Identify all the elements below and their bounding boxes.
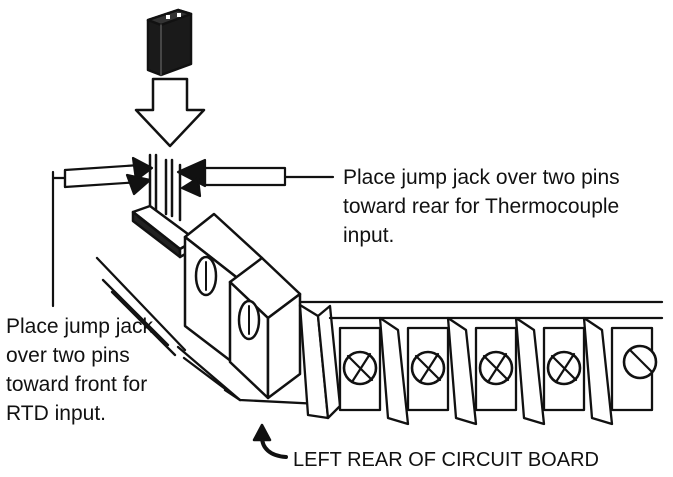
circuit-board-edges xyxy=(95,256,664,407)
thermocouple-pointer xyxy=(176,158,335,198)
thermocouple-line-1: Place jump jack over two pins xyxy=(343,166,620,189)
curved-arrow-icon xyxy=(252,423,288,459)
rtd-pointer xyxy=(51,156,154,308)
thermocouple-annotation: Place jump jack over two pins toward rea… xyxy=(343,163,620,250)
rtd-line-2: over two pins xyxy=(6,344,130,367)
thermocouple-line-3: input. xyxy=(343,224,395,247)
jump-jack xyxy=(146,8,193,77)
board-location-label: LEFT REAR OF CIRCUIT BOARD xyxy=(293,449,599,471)
thermocouple-line-2: toward rear for Thermocouple xyxy=(343,195,620,218)
terminal-block-left xyxy=(183,212,302,400)
rtd-line-4: RTD input. xyxy=(6,402,106,425)
rtd-line-1: Place jump jack xyxy=(6,315,154,338)
terminal-strip xyxy=(298,303,664,426)
rtd-line-3: toward front for xyxy=(6,373,148,396)
rtd-annotation: Place jump jack over two pins toward fro… xyxy=(6,312,153,428)
down-arrow xyxy=(134,77,206,148)
